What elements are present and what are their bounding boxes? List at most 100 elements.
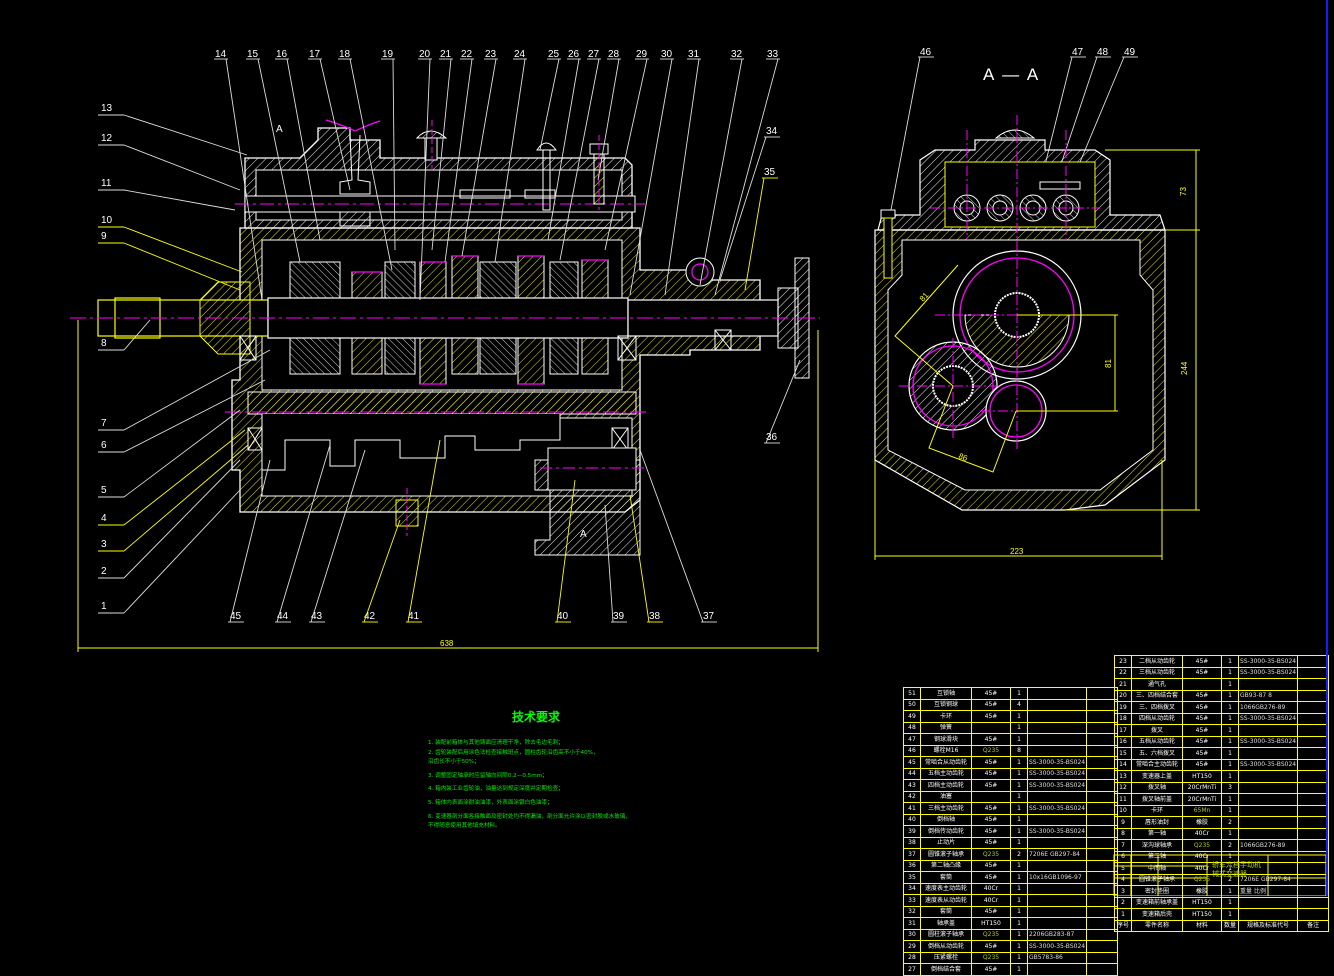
part-standard xyxy=(1237,804,1299,817)
part-quantity: 1 xyxy=(1221,896,1239,909)
part-label-28: 28 xyxy=(608,49,620,60)
part-material: 45# xyxy=(1182,758,1222,771)
part-material: HT150 xyxy=(1182,896,1222,909)
part-label-39: 39 xyxy=(613,611,625,622)
part-number: 32 xyxy=(903,905,921,918)
part-material: 45# xyxy=(971,940,1011,953)
part-name: 圆锥滚子轴承 xyxy=(1131,873,1183,886)
part-material: Q235 xyxy=(971,744,1011,757)
part-material: 45# xyxy=(1182,701,1222,714)
part-standard xyxy=(1026,859,1088,872)
part-material: 45# xyxy=(971,767,1011,780)
part-remark xyxy=(1086,767,1119,780)
part-standard: 2206GB283-87 xyxy=(1026,928,1088,941)
leader-line xyxy=(431,58,452,251)
part-label-20: 20 xyxy=(419,49,431,60)
bearings xyxy=(239,329,732,451)
part-number: 43 xyxy=(903,779,921,792)
section-marker-top: A xyxy=(276,124,283,135)
part-label-19: 19 xyxy=(382,49,394,60)
part-name: 止动片 xyxy=(920,836,972,849)
part-name: 密封垫圈 xyxy=(1131,885,1183,898)
part-remark xyxy=(1086,940,1119,953)
part-material: 橡胶 xyxy=(1182,885,1222,898)
part-material: 45# xyxy=(971,905,1011,918)
leader-line xyxy=(286,58,321,241)
part-standard xyxy=(1237,850,1299,863)
part-label-13: 13 xyxy=(101,103,113,114)
section-a-a-view: A — A xyxy=(874,65,1200,560)
part-name: 倒档传动齿轮 xyxy=(920,825,972,838)
part-standard xyxy=(1026,687,1088,700)
part-standard xyxy=(1026,963,1088,976)
part-number: 38 xyxy=(903,836,921,849)
part-quantity: 1 xyxy=(1221,908,1239,921)
leader-line xyxy=(310,449,366,623)
part-label-5: 5 xyxy=(101,485,107,496)
part-remark xyxy=(1086,882,1119,895)
part-quantity: 1 xyxy=(1221,804,1239,817)
part-remark xyxy=(1086,698,1119,711)
part-remark xyxy=(1297,655,1330,668)
requirement-item: 不得随意使用其他填充材料。 xyxy=(428,823,501,830)
part-standard xyxy=(1026,894,1088,907)
part-remark xyxy=(1086,905,1119,918)
part-standard xyxy=(1026,917,1088,930)
leader-line xyxy=(629,58,673,296)
part-material: 45# xyxy=(1182,655,1222,668)
part-standard: SS-3000-35-BS024 xyxy=(1026,802,1088,815)
part-material: 45# xyxy=(971,825,1011,838)
part-label-47: 47 xyxy=(1072,47,1084,58)
leader-line xyxy=(407,439,441,623)
part-number: 3 xyxy=(1114,885,1132,898)
part-standard xyxy=(1026,790,1088,803)
part-remark xyxy=(1297,804,1330,817)
shift-lever-top xyxy=(325,119,381,132)
requirement-item: 3. 调整固定轴承时应留轴向间隙0.2—0.5mm； xyxy=(428,772,548,779)
part-quantity: 1 xyxy=(1221,712,1239,725)
part-material: 45# xyxy=(971,836,1011,849)
part-number: 35 xyxy=(903,871,921,884)
part-standard xyxy=(1237,770,1299,783)
part-quantity: 1 xyxy=(1010,928,1028,941)
part-label-43: 43 xyxy=(311,611,323,622)
part-name: 油塞 xyxy=(920,790,972,803)
part-quantity: 1 xyxy=(1010,882,1028,895)
part-label-48: 48 xyxy=(1097,47,1109,58)
part-remark xyxy=(1086,928,1119,941)
part-quantity: 4 xyxy=(1010,698,1028,711)
part-name: 中间轴 xyxy=(1131,862,1183,875)
part-number: 49 xyxy=(903,710,921,723)
part-label-4: 4 xyxy=(101,513,107,524)
part-number: 45 xyxy=(903,756,921,769)
leader-line xyxy=(225,58,263,301)
part-standard xyxy=(1237,724,1299,737)
part-number: 17 xyxy=(1114,724,1132,737)
part-name: 钢球滑块 xyxy=(920,733,972,746)
dimension-223: 223 xyxy=(1010,547,1024,556)
leader-line xyxy=(604,58,648,251)
part-material: 45# xyxy=(1182,689,1222,702)
header-std: 规格及标准代号 xyxy=(1237,919,1299,932)
part-quantity: 1 xyxy=(1221,770,1239,783)
part-standard: 10x16GB1096-97 xyxy=(1026,871,1088,884)
part-number: 22 xyxy=(1114,666,1132,679)
part-label-25: 25 xyxy=(548,49,560,60)
part-quantity: 1 xyxy=(1010,940,1028,953)
part-quantity: 1 xyxy=(1010,721,1028,734)
viewport-edge xyxy=(1326,0,1328,896)
part-remark xyxy=(1086,733,1119,746)
part-standard: SS-3000-35-BS024 xyxy=(1026,940,1088,953)
part-name: 常啮合主动齿轮 xyxy=(1131,758,1183,771)
part-number: 47 xyxy=(903,733,921,746)
